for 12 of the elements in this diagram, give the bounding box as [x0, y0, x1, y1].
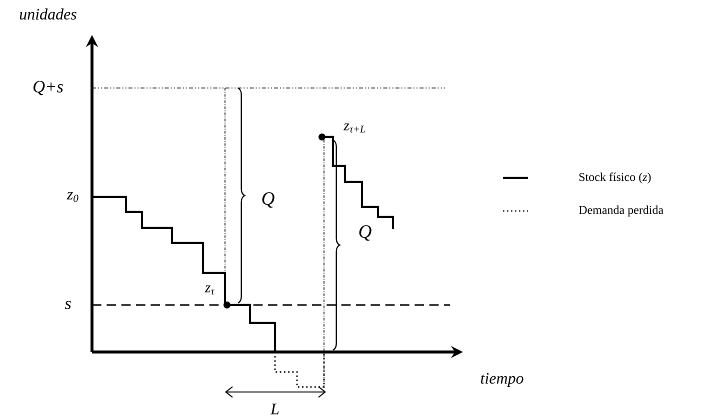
level-label: z$_{0}$ — [66, 192, 78, 202]
level-label: Q+s — [33, 80, 63, 96]
point-label: z$_{τ+L}$ — [344, 123, 366, 132]
legend-label: Stock físico (z) — [579, 172, 651, 184]
dimension-label: L — [270, 404, 279, 414]
point-label: z$_{τ}$ — [204, 285, 215, 294]
level-label: s — [64, 300, 71, 310]
unidades-axis-label: unidades — [20, 8, 76, 20]
axis-label: tiempo — [480, 372, 524, 387]
legend-label: Demanda perdida — [578, 206, 664, 216]
quantity-label: Q — [359, 225, 372, 241]
quantity-label: Q — [262, 192, 274, 208]
